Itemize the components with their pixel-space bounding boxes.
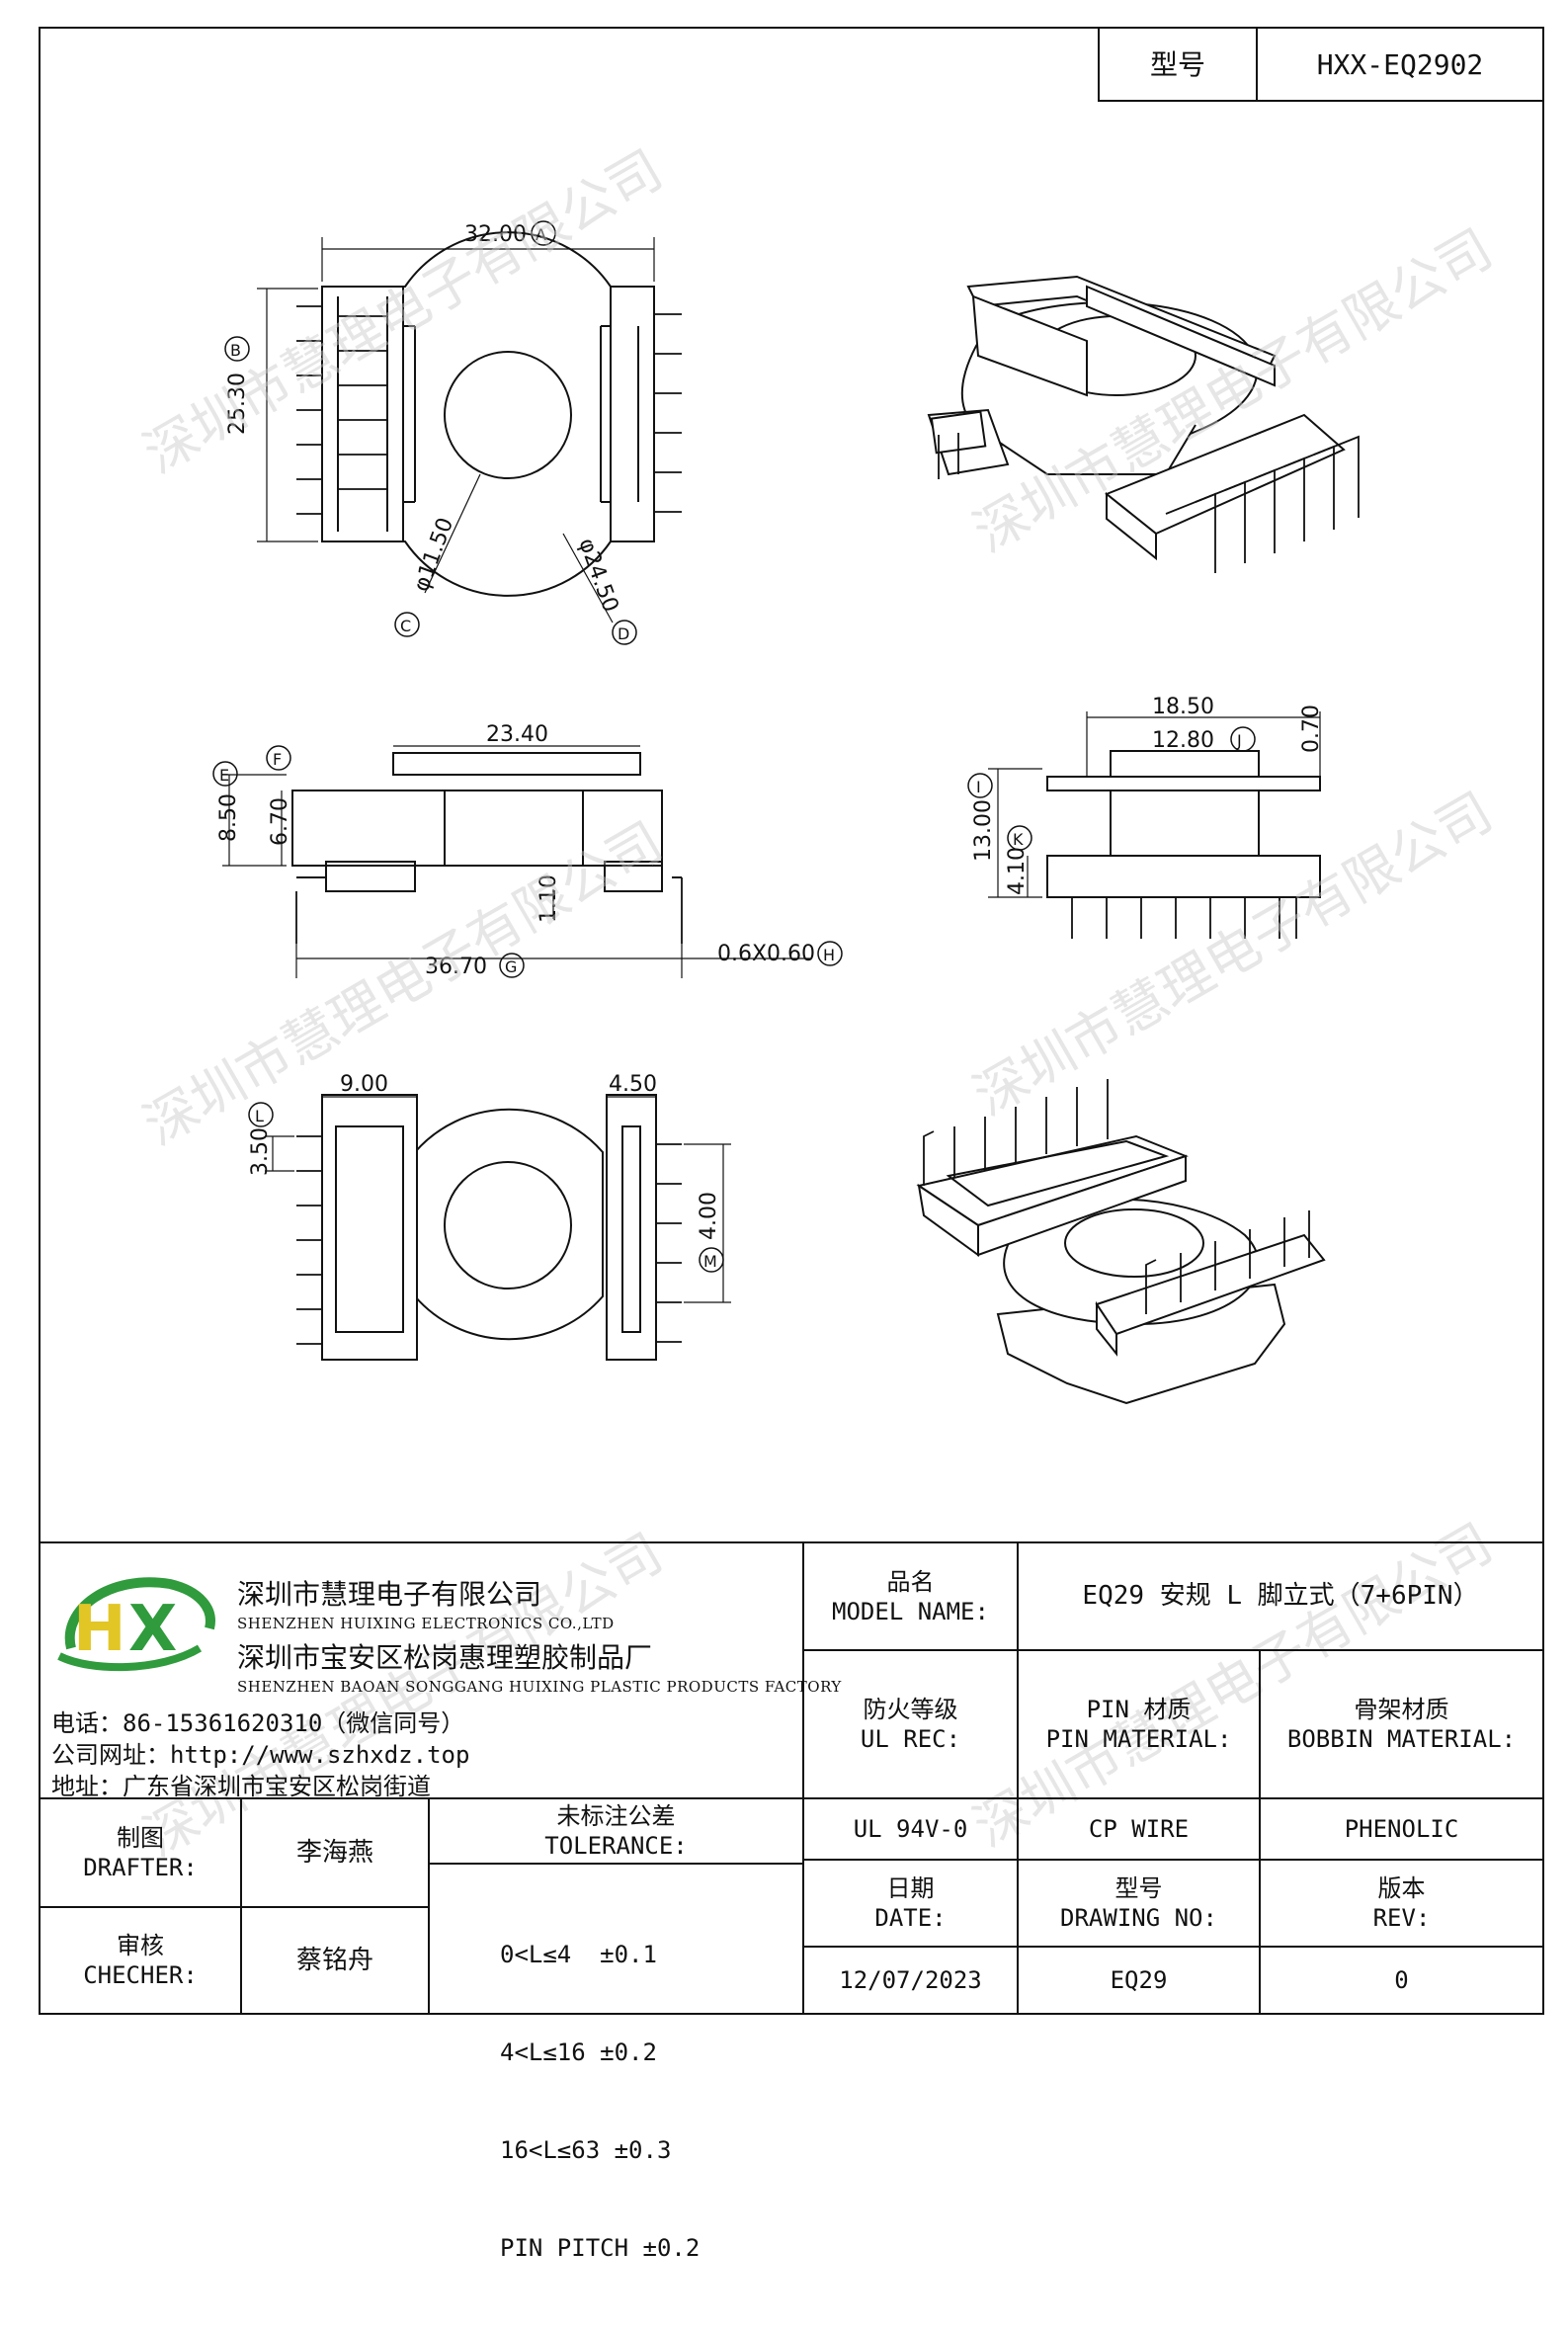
svg-text:B: B — [230, 341, 241, 360]
model-header-value: HXX-EQ2902 — [1316, 47, 1484, 81]
pin-material-value: CP WIRE — [1088, 1815, 1190, 1843]
logo-letter-x: X — [128, 1593, 177, 1666]
svg-text:D: D — [618, 624, 629, 643]
svg-text:4.50: 4.50 — [609, 1072, 657, 1097]
company-logo: H X — [51, 1569, 219, 1678]
svg-text:4.00: 4.00 — [697, 1192, 721, 1240]
logo-letter-h: H — [73, 1593, 126, 1666]
svg-text:I: I — [976, 778, 981, 796]
drawing-no-value: EQ29 — [1110, 1966, 1168, 1994]
date-label: 日期 DATE: — [874, 1874, 947, 1932]
svg-text:C: C — [400, 617, 411, 635]
svg-text:E: E — [219, 766, 229, 785]
svg-text:25.30: 25.30 — [225, 373, 250, 435]
svg-text:M: M — [703, 1252, 717, 1271]
svg-text:1.10: 1.10 — [536, 874, 561, 923]
company-website: 公司网址：http://www.szhxdz.top — [51, 1741, 470, 1769]
drafter-name: 李海燕 — [295, 1837, 373, 1868]
top-view — [257, 231, 682, 624]
end-view — [988, 711, 1321, 939]
isometric-view-bottom — [916, 1079, 1326, 1405]
model-name-label: 品名 MODEL NAME: — [832, 1567, 989, 1625]
company-address: 地址：广东省深圳市宝安区松岗街道 — [51, 1773, 431, 1800]
svg-text:A: A — [536, 225, 546, 244]
svg-text:H: H — [823, 946, 835, 964]
title-block-grid — [40, 27, 1544, 2014]
tolerance-line: PIN PITCH ±0.2 — [500, 2234, 701, 2262]
svg-text:9.00: 9.00 — [340, 1072, 388, 1097]
svg-text:0.6X0.60: 0.6X0.60 — [717, 942, 815, 966]
svg-text:φ24.50: φ24.50 — [573, 536, 622, 616]
svg-text:L: L — [255, 1107, 264, 1125]
sheet-border — [39, 27, 1544, 2015]
checker-label: 审核 CHECHER: — [83, 1932, 198, 1989]
svg-text:6.70: 6.70 — [268, 797, 292, 846]
model-header-label: 型号 — [1149, 47, 1205, 81]
svg-text:4.10: 4.10 — [1005, 847, 1030, 895]
drafter-label: 制图 DRAFTER: — [83, 1824, 198, 1881]
checker-name: 蔡铭舟 — [295, 1945, 373, 1975]
svg-text:K: K — [1013, 830, 1024, 849]
svg-text:G: G — [505, 957, 517, 976]
bottom-view — [265, 1094, 731, 1361]
tolerance-line: 0<L≤4 ±0.1 — [500, 1941, 657, 1968]
company-phone: 电话：86-15361620310（微信同号） — [51, 1709, 465, 1737]
end-view-dims: 18.50 12.80 J 0.70 I 13.00 K 4.10 — [967, 695, 1324, 895]
rev-value: 0 — [1394, 1966, 1409, 1994]
company-name-en: SHENZHEN HUIXING ELECTRONICS CO.,LTD — [237, 1615, 615, 1632]
isometric-view-top — [927, 275, 1360, 573]
bobbin-material-label: 骨架材质 BOBBIN MATERIAL: — [1286, 1696, 1517, 1753]
model-name-value: EQ29 安规 L 脚立式（7+6PIN） — [1082, 1581, 1479, 1612]
svg-text:32.00: 32.00 — [464, 222, 527, 247]
svg-text:23.40: 23.40 — [486, 722, 548, 747]
ul-rec-label: 防火等级 UL REC: — [860, 1696, 961, 1753]
date-value: 12/07/2023 — [839, 1966, 982, 1994]
side-view — [222, 745, 810, 978]
side-view-dims: 23.40 E F 8.50 6.70 1.10 36.70 G 0.6X0.6… — [212, 722, 843, 979]
svg-text:3.50: 3.50 — [248, 1127, 273, 1176]
drawing-no-label: 型号 DRAWING NO: — [1060, 1874, 1217, 1932]
svg-text:36.70: 36.70 — [425, 955, 487, 979]
rev-label: 版本 REV: — [1372, 1874, 1431, 1932]
drawing-sheet: 32.00 A B 25.30 φ11.50 C φ24.50 D — [39, 27, 1544, 2262]
svg-text:J: J — [1236, 731, 1242, 750]
svg-text:18.50: 18.50 — [1152, 695, 1214, 719]
company-name-cn: 深圳市慧理电子有限公司 — [237, 1578, 542, 1611]
tolerance-list: 0<L≤4 ±0.1 4<L≤16 ±0.2 16<L≤63 ±0.3 PIN … — [500, 1873, 796, 2262]
svg-text:8.50: 8.50 — [216, 793, 241, 842]
svg-text:F: F — [273, 750, 282, 769]
svg-text:12.80: 12.80 — [1152, 728, 1214, 753]
tolerance-label: 未标注公差 TOLERANCE: — [544, 1802, 688, 1860]
tolerance-line: 16<L≤63 ±0.3 — [500, 2136, 672, 2164]
technical-drawing: 32.00 A B 25.30 φ11.50 C φ24.50 D — [39, 27, 1544, 2015]
bottom-view-dims: 9.00 4.50 L 3.50 4.00 M — [248, 1072, 724, 1273]
svg-text:13.00: 13.00 — [971, 799, 996, 862]
factory-name-en: SHENZHEN BAOAN SONGGANG HUIXING PLASTIC … — [237, 1678, 842, 1696]
ul-rec-value: UL 94V-0 — [853, 1815, 968, 1843]
bobbin-material-value: PHENOLIC — [1344, 1815, 1459, 1843]
factory-name-cn: 深圳市宝安区松岗惠理塑胶制品厂 — [237, 1641, 653, 1674]
svg-text:0.70: 0.70 — [1299, 705, 1324, 753]
pin-material-label: PIN 材质 PIN MATERIAL: — [1045, 1696, 1232, 1753]
